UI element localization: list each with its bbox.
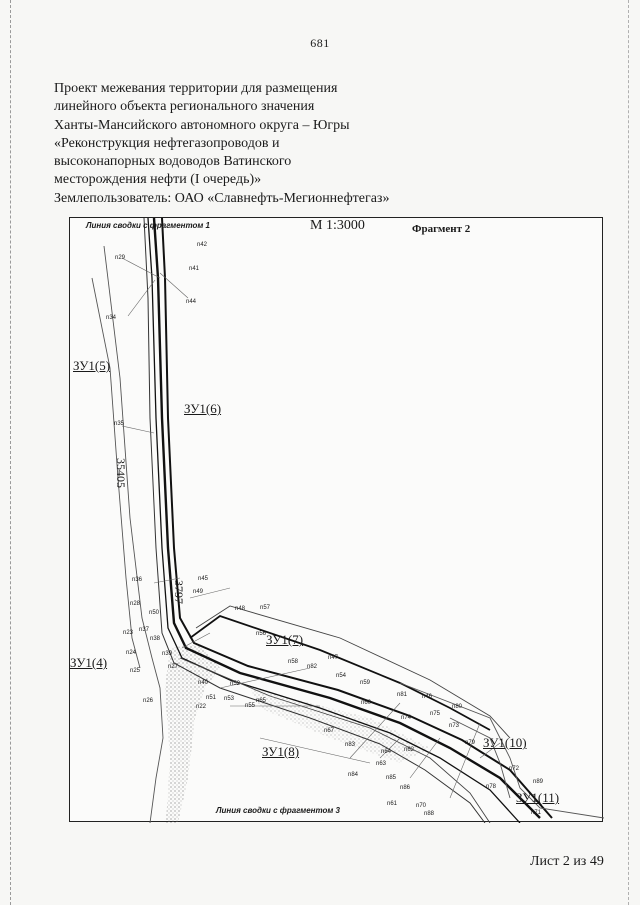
point-label: n65 bbox=[256, 698, 267, 704]
point-label: n27 bbox=[168, 664, 179, 670]
pipeline-line bbox=[152, 218, 541, 819]
point-label: n78 bbox=[486, 784, 497, 790]
point-label: n71 bbox=[531, 810, 542, 816]
parcel-label: ЗУ1(7) bbox=[266, 632, 304, 647]
point-label: n74 bbox=[401, 715, 412, 721]
point-label: n64 bbox=[381, 749, 392, 755]
point-label: n29 bbox=[115, 255, 126, 261]
parcel-label: ЗУ1(8) bbox=[262, 744, 300, 759]
leader-lines bbox=[121, 257, 501, 799]
parcel-label: ЗУ1(5) bbox=[73, 358, 111, 373]
point-label: n37 bbox=[139, 627, 150, 633]
boundary-line bbox=[91, 277, 141, 669]
point-label: n58 bbox=[288, 659, 299, 665]
point-label: n72 bbox=[509, 766, 520, 772]
sheet-number: Лист 2 из 49 bbox=[530, 854, 604, 869]
point-label: n61 bbox=[387, 801, 398, 807]
point-label: n25 bbox=[130, 668, 141, 674]
quarter-label: 35405 bbox=[114, 458, 128, 488]
boundary-line bbox=[195, 605, 511, 739]
point-label: n81 bbox=[397, 692, 408, 698]
point-label: n28 bbox=[130, 601, 141, 607]
boundary-line bbox=[399, 682, 604, 819]
point-label: n56 bbox=[256, 631, 267, 637]
point-label: n51 bbox=[206, 695, 217, 701]
point-label: n84 bbox=[348, 772, 359, 778]
point-label: n62 bbox=[404, 747, 415, 753]
map-scale: М 1:3000 bbox=[310, 218, 365, 233]
title-line: «Реконструкция нефтегазопроводов и bbox=[54, 135, 280, 151]
pipeline-line bbox=[189, 614, 491, 731]
scan-edge-right bbox=[628, 0, 629, 905]
point-label: n24 bbox=[126, 650, 137, 656]
point-label: n89 bbox=[533, 779, 544, 785]
document-title: Проект межевания территории для размещен… bbox=[54, 80, 474, 208]
boundary-line bbox=[179, 657, 491, 823]
shaded-area bbox=[250, 688, 430, 763]
point-label: n38 bbox=[150, 636, 161, 642]
point-label: n42 bbox=[197, 242, 208, 248]
map-drawing bbox=[91, 218, 604, 823]
point-label: n73 bbox=[449, 723, 460, 729]
point-label: n50 bbox=[149, 610, 160, 616]
point-label: n55 bbox=[245, 703, 256, 709]
page-number: 681 bbox=[310, 36, 330, 50]
point-label: n41 bbox=[189, 266, 200, 272]
point-label: n48 bbox=[235, 606, 246, 612]
point-label: n86 bbox=[400, 785, 411, 791]
parcel-label: ЗУ1(11) bbox=[516, 790, 560, 805]
point-label: n70 bbox=[416, 803, 427, 809]
title-line: линейного объекта регионального значения bbox=[54, 99, 315, 115]
point-label: n82 bbox=[307, 664, 318, 670]
pipeline-line bbox=[143, 218, 486, 823]
point-label: n88 bbox=[424, 811, 435, 817]
point-label: n52 bbox=[230, 681, 241, 687]
point-label: n46 bbox=[422, 694, 433, 700]
land-user-line: Землепользователь: ОАО «Славнефть-Мегион… bbox=[54, 190, 390, 206]
point-label: n83 bbox=[345, 742, 356, 748]
pipeline-line bbox=[161, 218, 553, 819]
point-label: n44 bbox=[186, 299, 197, 305]
match-line-top: Линия сводки с фрагментом 1 bbox=[86, 221, 210, 230]
point-label: n59 bbox=[360, 680, 371, 686]
point-label: n34 bbox=[106, 315, 117, 321]
match-line-bottom: Линия сводки с фрагментом 3 bbox=[216, 806, 340, 815]
point-label: n22 bbox=[196, 704, 207, 710]
point-label: n35 bbox=[114, 421, 125, 427]
point-label: n26 bbox=[143, 698, 154, 704]
title-line: месторождения нефти (I очередь)» bbox=[54, 172, 262, 188]
point-label: n39 bbox=[162, 651, 173, 657]
quarter-label: 3797 bbox=[172, 580, 186, 604]
point-label: n40 bbox=[198, 680, 209, 686]
scan-edge-left bbox=[10, 0, 11, 905]
map-fragment: Линия сводки с фрагментом 1 М 1:3000 Фра… bbox=[69, 217, 604, 823]
title-line: высоконапорных водоводов Ватинского bbox=[54, 154, 292, 170]
parcel-label: ЗУ1(10) bbox=[483, 735, 527, 750]
parcel-label: ЗУ1(6) bbox=[184, 401, 222, 416]
shaded-area bbox=[165, 644, 220, 823]
fragment-label: Фрагмент 2 bbox=[412, 223, 471, 235]
point-label: n60 bbox=[361, 700, 372, 706]
point-label: n85 bbox=[386, 775, 397, 781]
point-label: n53 bbox=[224, 696, 235, 702]
title-line: Проект межевания территории для размещен… bbox=[54, 81, 338, 96]
point-label: n49 bbox=[193, 589, 204, 595]
point-label: n23 bbox=[123, 630, 134, 636]
point-label: n67 bbox=[324, 728, 335, 734]
point-label: n63 bbox=[376, 761, 387, 767]
point-label: n45 bbox=[198, 576, 209, 582]
point-label: n54 bbox=[336, 673, 347, 679]
title-line: Ханты-Мансийского автономного округа – Ю… bbox=[54, 117, 350, 133]
boundary-line bbox=[103, 245, 164, 823]
point-label: n47 bbox=[328, 655, 339, 661]
boundary-line bbox=[449, 717, 511, 799]
point-label: n79 bbox=[465, 740, 476, 746]
point-label: n75 bbox=[430, 711, 441, 717]
point-label: n80 bbox=[452, 704, 463, 710]
point-label: n57 bbox=[260, 605, 271, 611]
point-label: n36 bbox=[132, 577, 143, 583]
parcel-label: ЗУ1(4) bbox=[70, 655, 108, 670]
